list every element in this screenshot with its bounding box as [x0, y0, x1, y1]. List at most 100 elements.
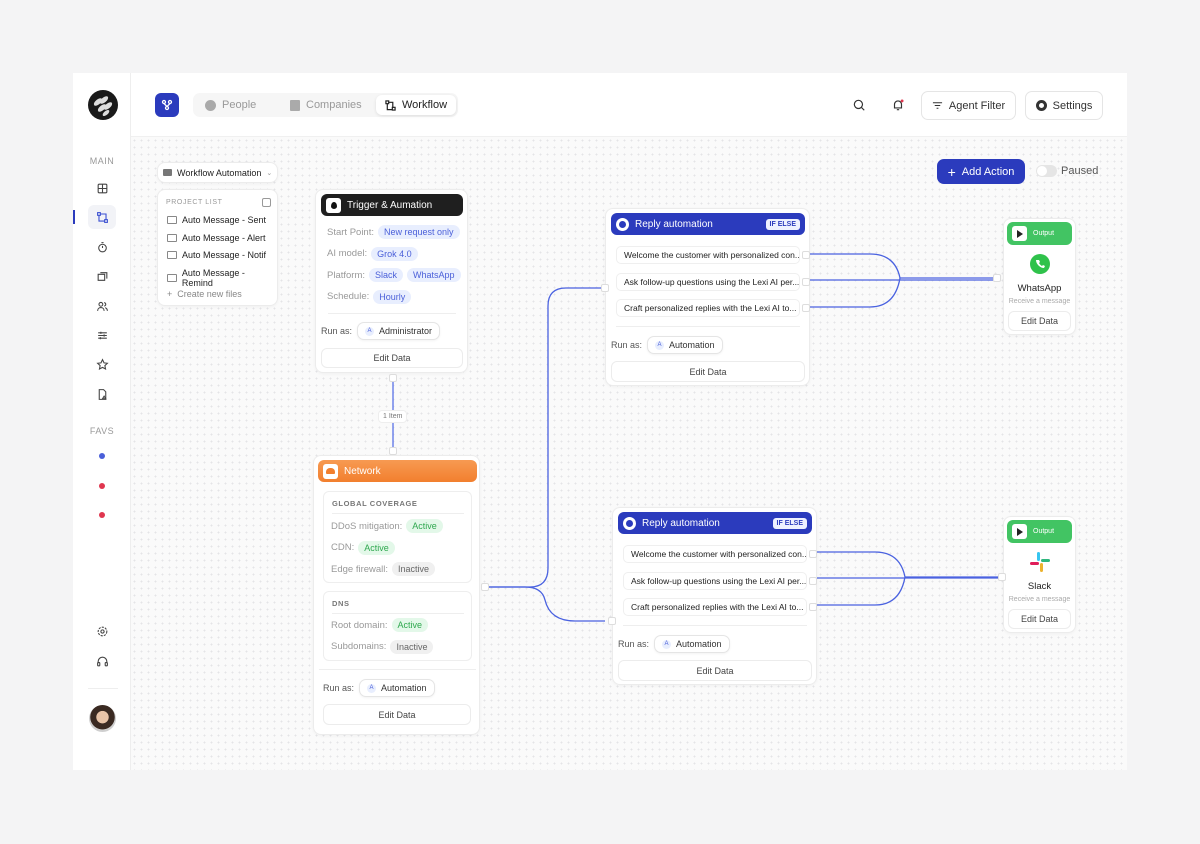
input-port[interactable]	[993, 274, 1001, 282]
section-main-label: MAIN	[89, 156, 115, 166]
project-file[interactable]: Auto Message - Notif	[167, 250, 266, 260]
input-port[interactable]	[608, 617, 616, 625]
connector-reply1-output	[808, 253, 993, 308]
status-field: Root domain:Active	[331, 618, 429, 632]
input-port[interactable]	[389, 447, 397, 455]
output-port[interactable]	[802, 251, 810, 259]
cloud-icon	[323, 463, 338, 479]
output-port[interactable]	[809, 603, 817, 611]
connector-network-reply2	[485, 586, 605, 622]
project-file[interactable]: Auto Message - Sent	[167, 215, 266, 225]
trigger-card[interactable]: Trigger & Aumation Start Point:New reque…	[315, 189, 468, 373]
output-port[interactable]	[802, 304, 810, 312]
building-icon	[290, 99, 300, 111]
output-port[interactable]	[809, 576, 817, 585]
sidebar-item-file[interactable]	[88, 382, 116, 406]
output-port[interactable]	[809, 550, 817, 558]
sliders-icon	[97, 331, 107, 339]
folder-icon	[167, 216, 177, 224]
connector-network-reply1	[485, 287, 605, 588]
fav-item[interactable]	[99, 453, 105, 459]
value-chip: WhatsApp	[407, 268, 461, 282]
run-as-label: Run as:	[323, 683, 355, 693]
fav-item[interactable]	[99, 483, 105, 489]
condition-item[interactable]: Craft personalized replies with the Lexi…	[623, 598, 807, 616]
output-card-slack[interactable]: Output Slack Receive a message Edit Data	[1003, 516, 1076, 633]
tab-companies[interactable]: Companies	[290, 93, 362, 117]
output-port[interactable]	[389, 374, 397, 382]
paused-toggle[interactable]	[1036, 165, 1057, 177]
tab-people[interactable]: People	[205, 93, 256, 117]
workflow-icon	[385, 99, 396, 111]
sidebar-item-grid[interactable]	[88, 176, 116, 200]
if-else-badge: IF ELSE	[772, 517, 807, 529]
timer-icon	[97, 241, 107, 252]
avatar[interactable]	[89, 705, 116, 732]
settings-button[interactable]: Settings	[1025, 91, 1103, 120]
app-logo[interactable]	[88, 90, 118, 120]
connector-label: 1 Item	[378, 410, 408, 423]
output-description: Receive a message	[1008, 298, 1071, 305]
search-icon[interactable]	[852, 98, 866, 117]
sidebar-item-users[interactable]	[88, 294, 116, 318]
project-dropdown[interactable]: Workflow Automation⌄	[157, 162, 278, 183]
output-card-whatsapp[interactable]: Output WhatsApp Receive a message Edit D…	[1003, 218, 1076, 335]
tab-workflow[interactable]: Workflow	[376, 95, 456, 115]
headset-icon[interactable]	[88, 649, 116, 673]
output-port[interactable]	[802, 277, 810, 286]
trigger-field: AI model:Grok 4.0	[327, 246, 418, 261]
edit-data-button[interactable]: Edit Data	[618, 660, 812, 681]
sidebar-item-sliders[interactable]	[88, 323, 116, 347]
output-header: Output	[1007, 520, 1072, 543]
condition-item[interactable]: Welcome the customer with personalized c…	[616, 246, 800, 264]
edit-data-button[interactable]: Edit Data	[1008, 609, 1071, 629]
condition-item[interactable]: Craft personalized replies with the Lexi…	[616, 299, 800, 317]
agent-filter-button[interactable]: Agent Filter	[921, 91, 1016, 120]
agent-icon: A	[365, 326, 375, 336]
folder-icon	[163, 169, 172, 176]
condition-item[interactable]: Ask follow-up questions using the Lexi A…	[616, 272, 800, 291]
fav-item[interactable]	[99, 512, 105, 518]
project-file[interactable]: Auto Message - Remind	[167, 268, 277, 288]
network-card[interactable]: Network GLOBAL COVERAGE DDoS mitigation:…	[313, 455, 480, 735]
input-port[interactable]	[601, 284, 609, 292]
play-icon	[1012, 226, 1027, 241]
sidebar-item-folders[interactable]	[88, 264, 116, 288]
whatsapp-icon	[1030, 254, 1050, 274]
collapse-panel-icon[interactable]	[262, 198, 271, 207]
output-port[interactable]	[481, 583, 489, 591]
condition-item[interactable]: Welcome the customer with personalized c…	[623, 545, 807, 563]
sidebar-settings-icon[interactable]	[88, 619, 116, 643]
condition-item[interactable]: Ask follow-up questions using the Lexi A…	[623, 571, 807, 590]
add-action-button[interactable]: +Add Action	[937, 159, 1025, 184]
paused-label: Paused	[1061, 165, 1099, 177]
sidebar-item-workflow[interactable]	[88, 205, 116, 229]
sidebar-item-timer[interactable]	[88, 235, 116, 259]
sidebar-item-star[interactable]	[88, 352, 116, 376]
create-new-files-button[interactable]: +Create new files	[167, 289, 242, 299]
output-header: Output	[1007, 222, 1072, 245]
input-port[interactable]	[998, 573, 1006, 581]
bell-icon[interactable]	[891, 98, 905, 117]
project-file[interactable]: Auto Message - Alert	[167, 233, 266, 243]
run-as-label: Run as:	[321, 326, 353, 336]
edit-data-button[interactable]: Edit Data	[321, 348, 463, 368]
status-field: Subdomains:Inactive	[331, 639, 434, 654]
file-icon	[98, 388, 107, 400]
workflow-app-icon[interactable]	[155, 93, 179, 117]
edit-data-button[interactable]: Edit Data	[611, 361, 805, 382]
trigger-header: Trigger & Aumation	[321, 194, 463, 216]
edit-data-button[interactable]: Edit Data	[1008, 311, 1071, 331]
trigger-field: Start Point:New request only	[327, 225, 460, 239]
agent-icon: A	[367, 683, 377, 693]
edit-data-button[interactable]: Edit Data	[323, 704, 471, 725]
star-icon	[95, 357, 109, 370]
